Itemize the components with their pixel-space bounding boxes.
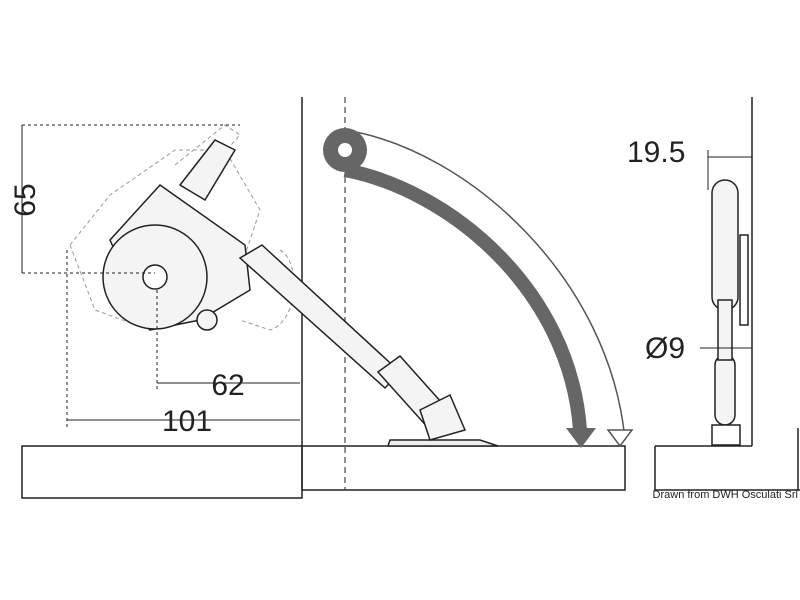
middle-base-slab bbox=[301, 445, 626, 491]
telescopic-arm bbox=[238, 244, 499, 447]
pivot-knob bbox=[196, 309, 218, 331]
dim-pivot-offset: 62 bbox=[211, 369, 244, 402]
winch-body bbox=[102, 139, 251, 331]
rotation-arrow bbox=[323, 128, 634, 448]
dimension-lines bbox=[21, 124, 752, 430]
credit-text: Drawn from DWH Osculati Srl bbox=[653, 489, 798, 501]
right-base-slab bbox=[654, 445, 800, 491]
winch-hub bbox=[142, 264, 168, 290]
dim-rod-diameter: Ø9 bbox=[645, 332, 685, 365]
side-view-winch bbox=[711, 179, 749, 446]
dim-overall-width: 101 bbox=[162, 405, 212, 438]
dim-side-width: 19.5 bbox=[627, 136, 685, 169]
left-base-slab bbox=[21, 445, 303, 499]
dim-height: 65 bbox=[9, 183, 42, 216]
